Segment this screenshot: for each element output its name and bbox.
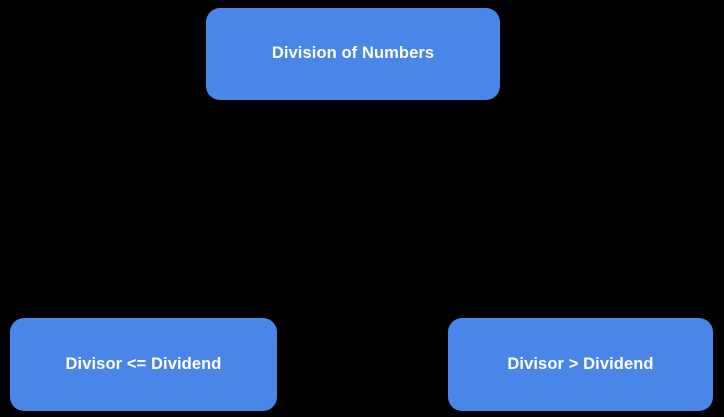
node-label: Divisor > Dividend [507, 354, 654, 373]
node-label: Divisor <= Dividend [65, 354, 222, 373]
edge-root-to-le [142, 99, 354, 319]
node-label: Division of Numbers [271, 44, 435, 63]
node-division-of-numbers[interactable]: Division of Numbers [206, 8, 500, 100]
node-divisor-gt-dividend[interactable]: Divisor > Dividend [448, 318, 713, 411]
node-divisor-le-dividend[interactable]: Divisor <= Dividend [10, 318, 277, 411]
edge-root-to-gt [352, 99, 581, 319]
